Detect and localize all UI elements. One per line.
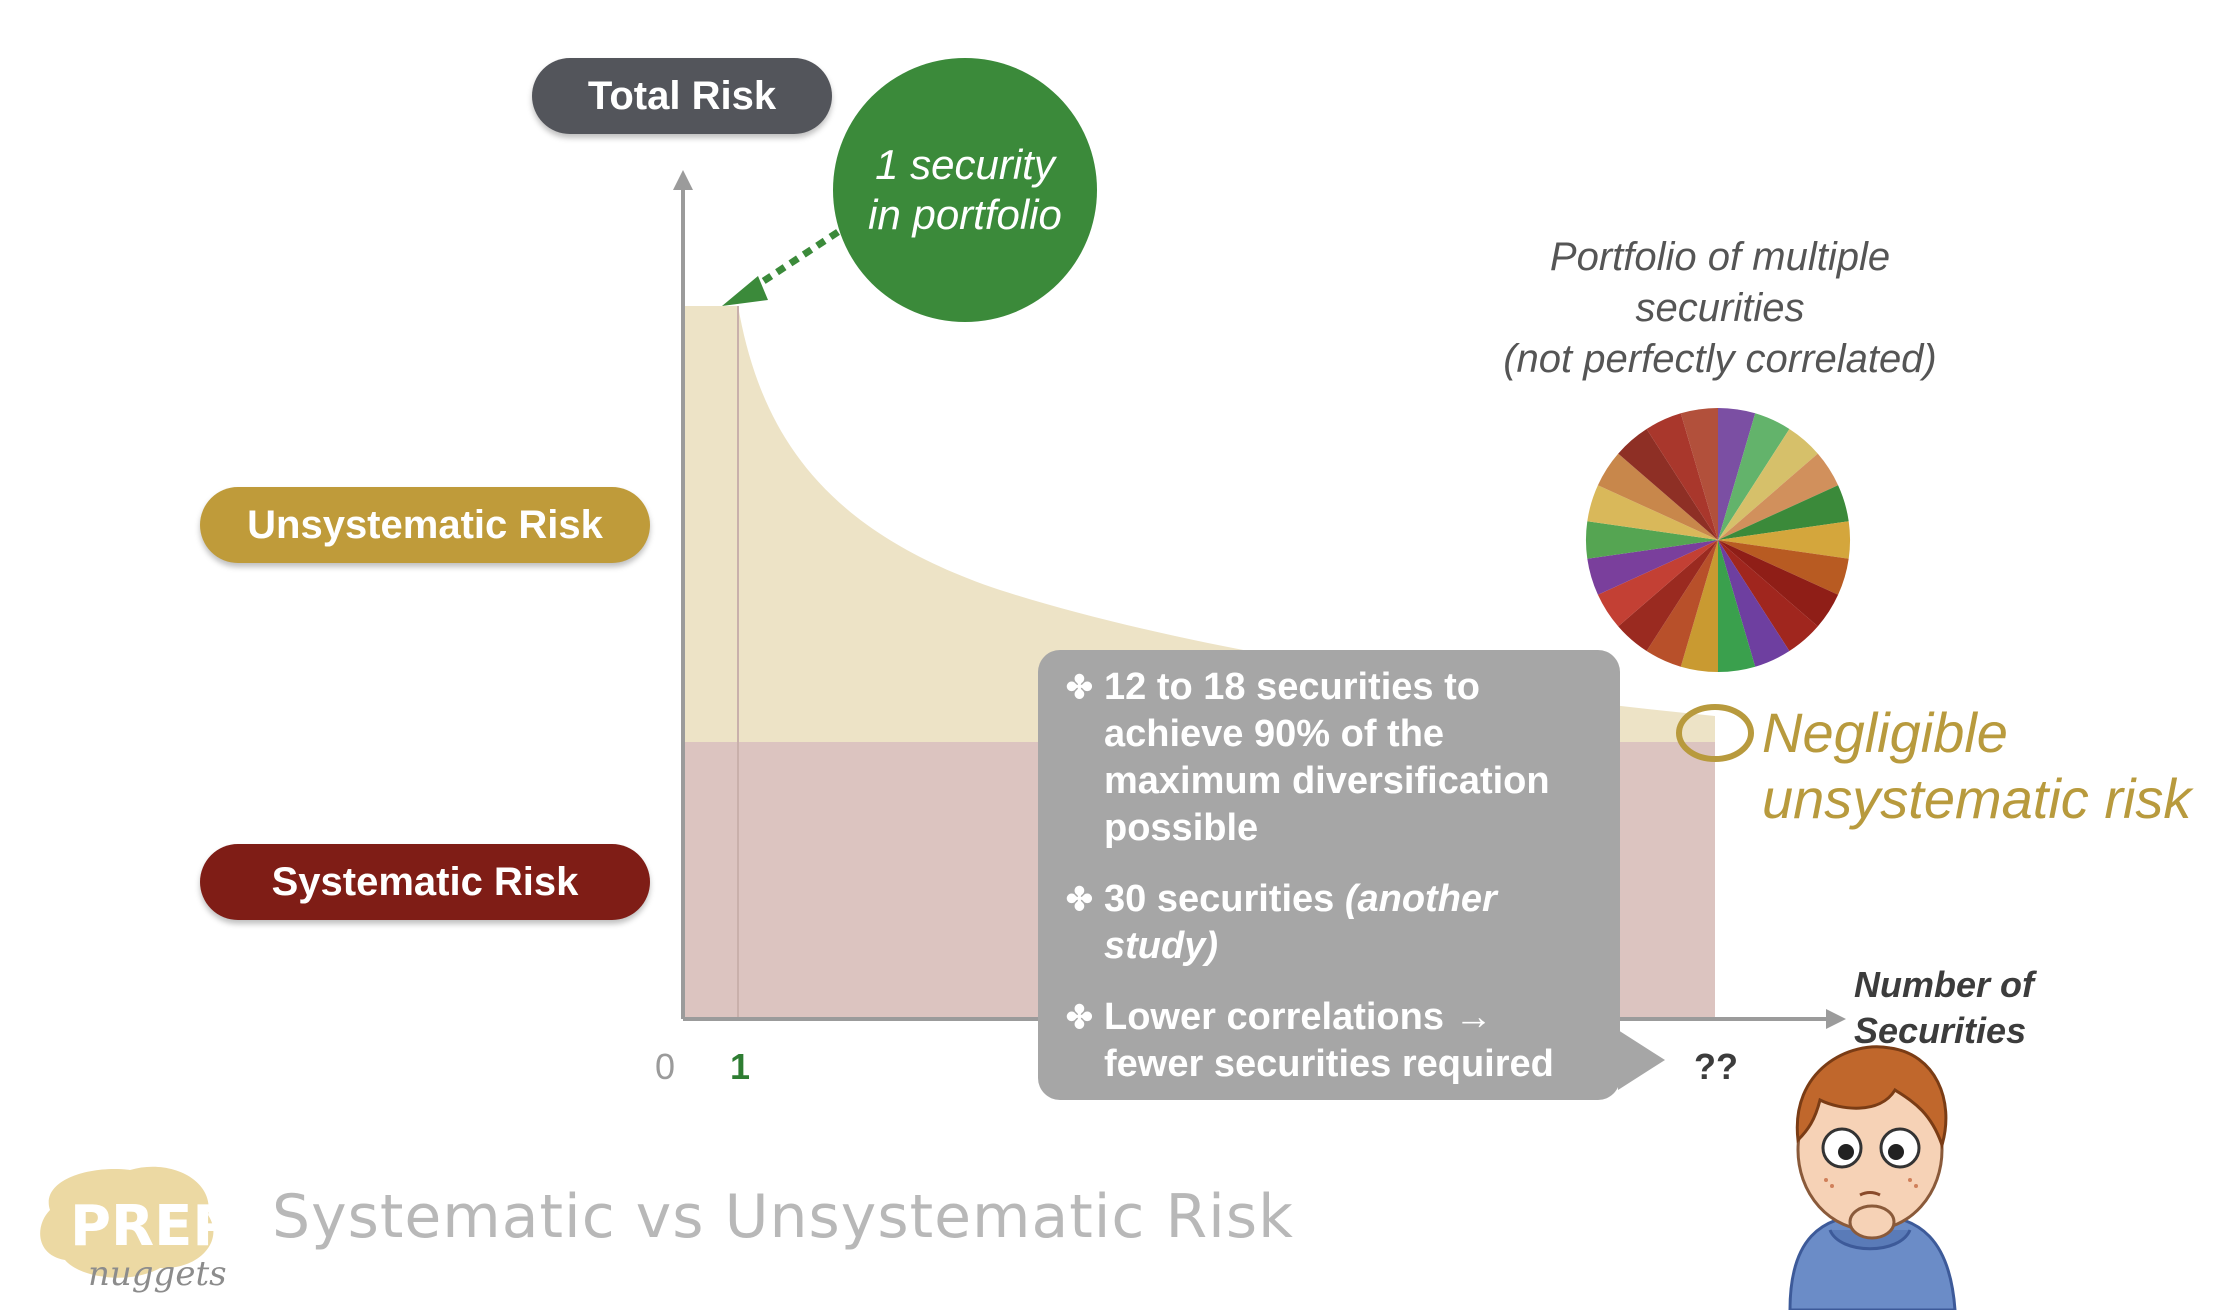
pie-slice	[1587, 540, 1718, 595]
x-axis-label-line1: Number of	[1854, 964, 2034, 1005]
prep-nuggets-logo: PREP nuggets	[30, 1160, 234, 1300]
pie-slice	[1646, 413, 1718, 540]
total-risk-label: Total Risk	[532, 58, 832, 134]
pie-slice	[1718, 540, 1756, 673]
callout-tail	[1618, 1030, 1665, 1090]
bullet-icon: ✤	[1066, 999, 1093, 1035]
pie-slice	[1680, 407, 1718, 540]
one-security-line2: in portfolio	[868, 191, 1062, 238]
portfolio-caption-line3: (not perfectly correlated)	[1503, 337, 1937, 381]
bullet-icon: ✤	[1066, 881, 1093, 917]
callout-bullet-2: ✤ 30 securities (another study)	[1066, 876, 1600, 970]
pie-slice	[1718, 521, 1851, 559]
pie-slice	[1718, 413, 1790, 540]
pie-slice	[1585, 521, 1718, 559]
callout-bullet-3-text: Lower correlations → fewer securities re…	[1104, 996, 1554, 1085]
callout-bullet-1: ✤ 12 to 18 securities to achieve 90% of …	[1066, 664, 1600, 852]
pie-slice	[1597, 453, 1718, 540]
pie-slice	[1718, 540, 1790, 667]
pie-slice	[1718, 407, 1756, 540]
callout-bullet-2-italic: (another study)	[1104, 878, 1497, 967]
x-axis-arrow-icon	[1826, 1009, 1846, 1029]
pie-slice	[1718, 429, 1818, 540]
pie-slice	[1618, 540, 1718, 651]
negligible-marker-ring	[1676, 704, 1754, 762]
pointer-arrow	[748, 229, 840, 293]
callout-bullet-1-text: 12 to 18 securities to achieve 90% of th…	[1104, 666, 1550, 849]
negligible-line2: unsystematic risk	[1762, 767, 2192, 830]
thinking-boy-illustration	[1788, 1045, 1957, 1310]
callout-bullet-2-main: 30 securities	[1104, 878, 1345, 920]
unsystematic-risk-area	[683, 306, 1715, 742]
callout-bullet-3: ✤ Lower correlations → fewer securities …	[1066, 994, 1600, 1088]
pie-slice	[1718, 540, 1818, 651]
one-security-line1: 1 security	[875, 141, 1055, 188]
pie-slice	[1597, 540, 1718, 627]
unsystematic-risk-label: Unsystematic Risk	[200, 487, 650, 563]
logo-prep: PREP	[70, 1194, 234, 1259]
pie-slice	[1618, 429, 1718, 540]
portfolio-caption-line1: Portfolio of multiple	[1549, 235, 1891, 279]
slide-title: Systematic vs Unsystematic Risk	[272, 1182, 1294, 1252]
tick-unknown: ??	[1694, 1046, 1738, 1087]
pie-slice	[1587, 485, 1718, 540]
y-axis-arrow-icon	[673, 170, 693, 190]
pie-slice	[1680, 540, 1718, 673]
logo-nuggets: nuggets	[88, 1254, 227, 1294]
diversification-callout: ✤ 12 to 18 securities to achieve 90% of …	[1038, 650, 1620, 1100]
negligible-risk-note: Negligible unsystematic risk	[1762, 700, 2191, 832]
portfolio-caption: Portfolio of multiple securities (not pe…	[1440, 232, 2000, 385]
portfolio-pie-icon	[1585, 407, 1851, 673]
bullet-icon: ✤	[1066, 669, 1093, 705]
pie-slice	[1718, 453, 1839, 540]
portfolio-caption-line2: securities	[1635, 286, 1805, 330]
one-security-bubble: 1 security in portfolio	[833, 58, 1097, 322]
pie-slice	[1718, 485, 1849, 540]
tick-zero: 0	[655, 1046, 676, 1087]
x-axis-label-line2: Securities	[1854, 1010, 2027, 1051]
tick-one: 1	[730, 1046, 751, 1087]
systematic-risk-label: Systematic Risk	[200, 844, 650, 920]
callout-bullet-2-text: 30 securities (another study)	[1104, 876, 1600, 970]
negligible-line1: Negligible	[1762, 701, 2008, 764]
x-axis-label: Number of Securities	[1854, 962, 2034, 1054]
pie-slice	[1718, 540, 1839, 627]
pie-slice	[1646, 540, 1718, 667]
pointer-arrow-head-icon	[722, 276, 768, 306]
pie-slice	[1718, 540, 1849, 595]
